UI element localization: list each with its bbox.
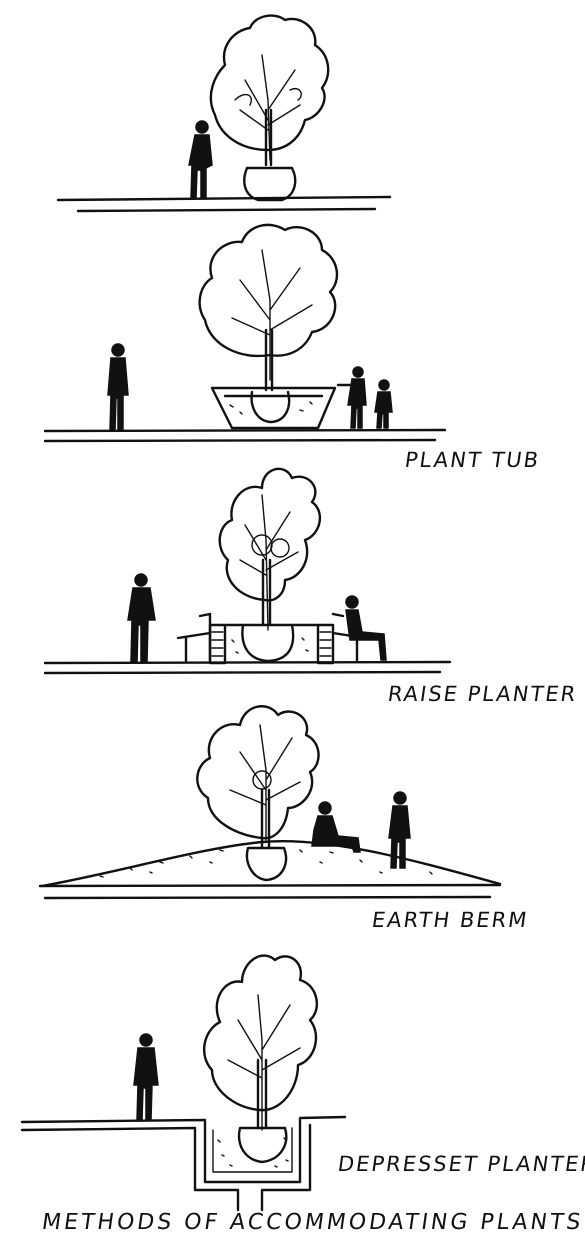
figure-caption: METHODS OF ACCOMMODATING PLANTS — [40, 1210, 585, 1235]
panel-raise-planter — [45, 469, 450, 673]
label-depressed-planter: DEPRESSET PLANTER — [336, 1152, 585, 1176]
person-figure — [134, 1034, 158, 1120]
label-earth-berm: EARTH BERM — [370, 908, 530, 932]
bench-left — [178, 614, 210, 662]
person-figure — [128, 574, 155, 662]
panel-earth-berm — [40, 706, 500, 898]
plant-pot — [244, 168, 295, 200]
label-raise-planter: RAISE PLANTER — [386, 682, 579, 706]
person-figure — [189, 121, 212, 198]
person-figure — [108, 344, 128, 430]
person-figure — [389, 792, 410, 868]
person-seated — [312, 802, 360, 852]
ground-line — [22, 1117, 345, 1182]
panel-pot-tree — [58, 16, 390, 211]
panel-plant-tub — [45, 225, 445, 441]
person-seated — [346, 596, 386, 660]
person-figure — [375, 380, 392, 428]
person-figure — [338, 367, 366, 428]
tree-crown — [204, 956, 317, 1111]
label-plant-tub: PLANT TUB — [403, 448, 541, 472]
planter-wall-right — [318, 625, 333, 663]
planter-wall-left — [210, 625, 225, 663]
panel-depressed-planter — [22, 956, 345, 1210]
